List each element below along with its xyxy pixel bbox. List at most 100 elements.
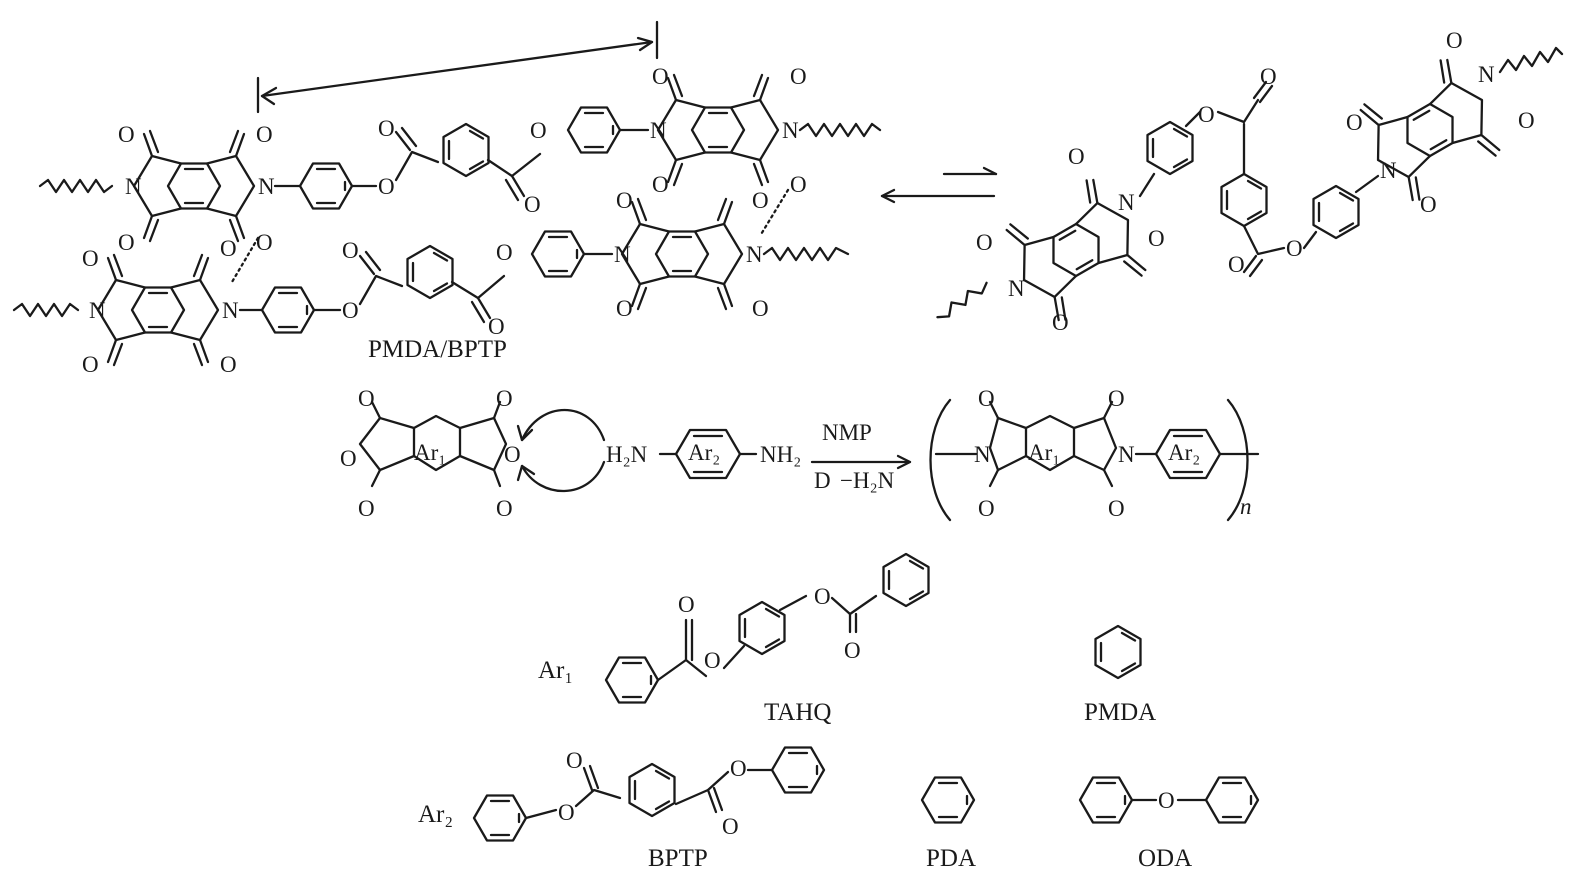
o-atom: O xyxy=(496,496,513,521)
o-atom: O xyxy=(340,446,357,471)
o-atom: O xyxy=(1420,192,1437,217)
o-atom: O xyxy=(496,240,513,265)
n-atom: N xyxy=(1008,276,1025,301)
tahq-structure: O O O O xyxy=(604,552,930,704)
o-atom: O xyxy=(1346,110,1363,135)
n-atom: N xyxy=(650,118,667,143)
solvent-label: NMP xyxy=(822,420,872,445)
o-atom: O xyxy=(1518,108,1535,133)
caption-pmda: PMDA xyxy=(1084,699,1156,726)
span-arrowhead-right xyxy=(636,36,654,52)
heat-label: D xyxy=(814,468,831,493)
wavy-bond xyxy=(762,246,850,262)
ar1-label-dianhydride: Ar₁ xyxy=(414,440,446,465)
o-atom: O xyxy=(976,230,993,255)
o-atom: O xyxy=(256,122,273,147)
caption-tahq: TAHQ xyxy=(764,699,831,726)
lower-chain: N N O O O O O O O O N N O O xyxy=(12,188,850,377)
o-atom: O xyxy=(1052,310,1069,335)
o-atom: O xyxy=(82,246,99,271)
oda-structure: O xyxy=(1078,776,1260,824)
wavy-bond xyxy=(798,122,882,138)
o-atom: O xyxy=(220,236,237,261)
o-atom: O xyxy=(978,496,995,521)
o-atom: O xyxy=(616,296,633,321)
o-atom: O xyxy=(342,238,359,263)
o-atom: O xyxy=(722,814,739,839)
repeat-subscript-n: n xyxy=(1240,494,1252,519)
ar2-group-label: Ar₂ xyxy=(418,801,453,828)
o-atom: O xyxy=(342,298,359,323)
o-atom: O xyxy=(652,64,669,89)
amine-right-label: NH₂ xyxy=(760,442,801,467)
o-atom: O xyxy=(1108,386,1125,411)
upper-chain: N N O O O O O O O O N N O O xyxy=(38,64,882,255)
o-atom: O xyxy=(378,116,395,141)
o-atom: O xyxy=(504,442,521,467)
o-atom: O xyxy=(790,172,807,197)
o-atom: O xyxy=(1108,496,1125,521)
wavy-bond xyxy=(1498,46,1564,74)
ar2-structures: Ar₂ O O O O BPTP PDA O xyxy=(418,746,1260,872)
n-atom: N xyxy=(1478,62,1495,87)
span-arrow xyxy=(260,40,654,98)
amine-left-label: H₂N xyxy=(606,442,648,467)
o-atom: O xyxy=(652,172,669,197)
ar1-structures: Ar₁ O O O O TAHQ PMDA xyxy=(538,552,1156,726)
o-atom: O xyxy=(1286,236,1303,261)
span-arrowhead-left xyxy=(260,86,278,106)
byproduct-label: −H₂N xyxy=(840,468,895,493)
pmda-benzene xyxy=(1094,624,1142,680)
o-atom: O xyxy=(1228,252,1245,277)
o-atom: O xyxy=(1068,144,1085,169)
o-atom: O xyxy=(558,800,575,825)
o-atom: O xyxy=(220,352,237,377)
o-atom: O xyxy=(978,386,995,411)
o-atom: O xyxy=(704,648,721,673)
o-atom: O xyxy=(814,584,831,609)
caption-pmda-bptp: PMDA/BPTP xyxy=(368,336,507,363)
equilibrium-arrows xyxy=(880,166,998,204)
ar2-label-diamine: Ar₂ xyxy=(688,440,720,465)
bptp-structure: O O O O xyxy=(472,746,826,842)
o-atom: O xyxy=(752,188,769,213)
o-atom: O xyxy=(752,296,769,321)
n-atom: N xyxy=(782,118,799,143)
n-atom: N xyxy=(89,298,106,323)
ar1-group-label: Ar₁ xyxy=(538,657,573,684)
o-atom: O xyxy=(616,188,633,213)
reaction-scheme: Ar₁ O O O O O O H₂N Ar₂ NH₂ NMP D −H₂N xyxy=(340,386,1260,522)
n-atom: N xyxy=(746,242,763,267)
o-atom: O xyxy=(1158,788,1175,813)
n-atom: N xyxy=(125,174,142,199)
zigzag-chain: N N O O O O O O O O N N O O O O xyxy=(936,28,1564,335)
wavy-bond xyxy=(38,178,114,194)
left-bracket xyxy=(929,398,952,522)
wavy-bond xyxy=(936,281,988,319)
o-atom: O xyxy=(790,64,807,89)
n-atom: N xyxy=(258,174,275,199)
caption-oda: ODA xyxy=(1138,845,1192,872)
o-atom: O xyxy=(378,174,395,199)
o-atom: O xyxy=(678,592,695,617)
o-atom: O xyxy=(730,756,747,781)
o-atom: O xyxy=(566,748,583,773)
n-atom: N xyxy=(1380,158,1397,183)
o-atom: O xyxy=(496,386,513,411)
n-atom: N xyxy=(222,298,239,323)
o-atom: O xyxy=(524,192,541,217)
o-atom: O xyxy=(1446,28,1463,53)
wavy-bond xyxy=(12,302,80,318)
stacked-chains: N N O O O O O O O O N N O O xyxy=(12,20,882,377)
o-atom: O xyxy=(256,230,273,255)
caption-bptp: BPTP xyxy=(648,845,708,872)
o-atom: O xyxy=(118,230,135,255)
ar1-label-polymer: Ar₁ xyxy=(1028,440,1060,465)
o-atom: O xyxy=(1198,102,1215,127)
o-atom: O xyxy=(118,122,135,147)
o-atom: O xyxy=(358,386,375,411)
n-atom: N xyxy=(1118,442,1135,467)
n-atom: N xyxy=(974,442,991,467)
caption-pda: PDA xyxy=(926,845,976,872)
